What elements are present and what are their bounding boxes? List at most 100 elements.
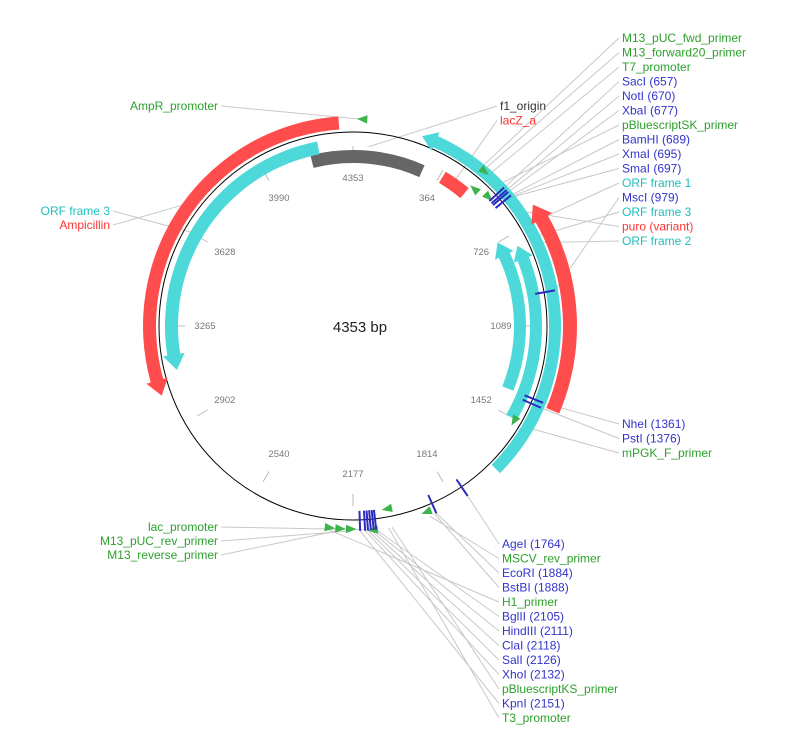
feature-label: HindIII (2111) xyxy=(502,624,573,638)
tick-label: 3265 xyxy=(194,321,215,332)
tick-label: 2540 xyxy=(268,449,289,460)
feature-label: MSCV_rev_primer xyxy=(502,552,601,566)
f1-origin-feature xyxy=(310,150,425,178)
xhoi-site xyxy=(362,510,367,531)
m13-rev-primer-marker xyxy=(345,524,357,534)
m13-reverse-primer-marker xyxy=(335,524,346,533)
feature-label: SacI (657) xyxy=(622,75,677,89)
leader-line xyxy=(370,529,500,646)
feature-label: AgeI (1764) xyxy=(502,537,565,551)
feature-label: H1_primer xyxy=(502,595,558,609)
leader-line xyxy=(506,95,620,191)
feature-label: KpnI (2151) xyxy=(502,697,565,711)
leader-line xyxy=(540,407,620,439)
feature-label: M13_reverse_primer xyxy=(107,548,218,562)
center-size-label: 4353 bp xyxy=(333,319,387,336)
tick-label: 3990 xyxy=(268,193,289,204)
leader-line xyxy=(484,52,620,170)
feature-label: T7_promoter xyxy=(622,60,691,74)
leader-line xyxy=(112,205,182,226)
tick-marks: 4353364726108914521814217725402902326536… xyxy=(173,146,533,506)
orf-frame-1-feature xyxy=(495,242,526,391)
tick-label: 4353 xyxy=(342,173,363,184)
backbone xyxy=(158,131,548,521)
feature-label: XbaI (677) xyxy=(622,104,678,118)
leader-line xyxy=(429,515,500,559)
tick-label: 1089 xyxy=(490,321,511,332)
bglii-site xyxy=(372,509,378,530)
tick-mark xyxy=(498,235,510,243)
puro-variant-feature xyxy=(531,204,578,414)
leader-line xyxy=(220,530,339,556)
leader-line xyxy=(530,428,620,454)
leader-line xyxy=(507,110,620,193)
feature-label: XhoI (2132) xyxy=(502,668,565,682)
leader-line xyxy=(512,168,620,198)
feature-label: XmaI (695) xyxy=(622,147,681,161)
kpni-site xyxy=(358,510,362,531)
feature-label: MscI (979) xyxy=(622,191,679,205)
orf-frame-2-feature xyxy=(506,245,542,421)
feature-label: NotI (670) xyxy=(622,89,675,103)
feature-label: pBluescriptKS_primer xyxy=(502,682,618,696)
feature-label: BamHI (689) xyxy=(622,133,690,147)
feature-label: T3_promoter xyxy=(502,711,571,725)
leader-line xyxy=(368,105,498,148)
feature-label: BglII (2105) xyxy=(502,610,564,624)
leader-line xyxy=(359,530,500,704)
feature-label: pBluescriptSK_primer xyxy=(622,118,738,132)
tick-label: 2177 xyxy=(342,469,363,480)
leader-line xyxy=(391,526,500,690)
feature-label: ClaI (2118) xyxy=(502,639,560,653)
msci-site xyxy=(535,289,556,295)
feature-label: mPGK_F_primer xyxy=(622,446,712,460)
feature-label: AmpR_promoter xyxy=(130,99,218,113)
feature-label: M13_pUC_rev_primer xyxy=(100,534,218,548)
feature-label: ORF frame 3 xyxy=(622,205,692,219)
feature-label: PstI (1376) xyxy=(622,432,681,446)
clai-site xyxy=(368,510,372,531)
feature-label: SmaI (697) xyxy=(622,162,681,176)
tick-label: 3628 xyxy=(214,247,235,258)
m13-fwd-primer-marker xyxy=(478,165,489,175)
feature-label: BstBI (1888) xyxy=(502,581,569,595)
leader-line xyxy=(375,529,500,617)
leader-lines xyxy=(112,37,620,719)
feature-label: lacZ_a xyxy=(500,114,536,128)
leader-line xyxy=(503,81,620,188)
t7-promoter-marker xyxy=(470,185,481,196)
hindiii-site xyxy=(370,509,375,531)
tick-mark xyxy=(196,409,208,417)
sali-site xyxy=(365,510,370,531)
tick-label: 2902 xyxy=(214,395,235,406)
backbone-circle xyxy=(158,131,548,521)
feature-label: M13_pUC_fwd_primer xyxy=(622,31,742,45)
feature-label: ORF frame 2 xyxy=(622,234,692,248)
leader-line xyxy=(467,495,500,545)
feature-label: ORF frame 1 xyxy=(622,176,692,190)
leader-line xyxy=(373,529,500,632)
leader-line xyxy=(511,153,620,197)
tick-label: 726 xyxy=(473,247,489,258)
bamhi-site xyxy=(494,194,512,209)
agei-site xyxy=(455,478,469,497)
ecori-site xyxy=(427,494,438,514)
saci-site xyxy=(488,186,505,202)
leader-line xyxy=(510,139,620,196)
lacz-a-feature xyxy=(439,171,469,199)
noti-site xyxy=(490,189,508,205)
pbluescriptsk-primer-marker xyxy=(482,190,493,202)
leader-line xyxy=(367,530,500,661)
leader-line xyxy=(434,513,500,588)
tick-mark xyxy=(262,471,270,483)
mpgk-f-primer-marker xyxy=(511,414,521,426)
tick-label: 1452 xyxy=(471,395,492,406)
xbai-site xyxy=(492,191,509,206)
leader-line xyxy=(220,105,361,120)
feature-label: NheI (1361) xyxy=(622,417,685,431)
tick-mark xyxy=(436,471,444,483)
leader-line xyxy=(455,120,498,179)
leader-line xyxy=(436,512,500,574)
feature-label: puro (variant) xyxy=(622,220,693,234)
leader-line xyxy=(489,66,620,175)
